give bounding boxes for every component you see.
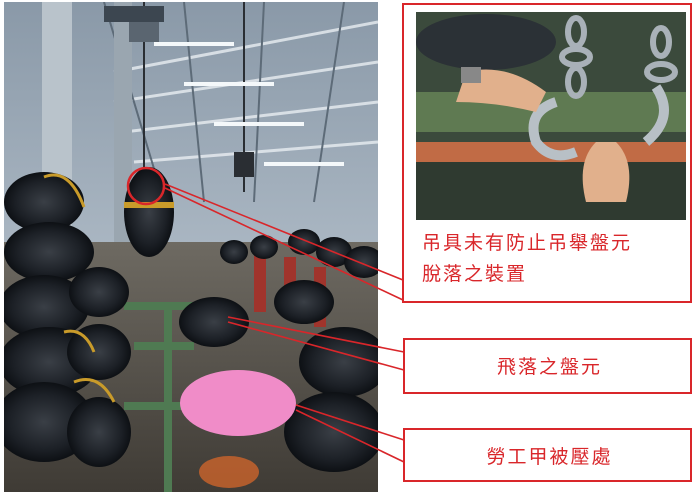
callout-falling-coil-text: 飛落之盤元	[496, 356, 602, 378]
callout-lifting-device-text-line2: 脫落之裝置	[422, 263, 528, 285]
inset-hook-closeup-photo	[416, 12, 686, 220]
callout-lifting-device-text-line1: 吊具未有防止吊舉盤元	[422, 232, 633, 254]
callout-falling-coil: 飛落之盤元	[403, 338, 692, 394]
privacy-mask	[180, 370, 296, 436]
callout-worker-crushed-text: 勞工甲被壓處	[486, 446, 613, 468]
hook-highlight-circle	[126, 166, 166, 206]
callout-worker-crushed: 勞工甲被壓處	[403, 428, 692, 482]
